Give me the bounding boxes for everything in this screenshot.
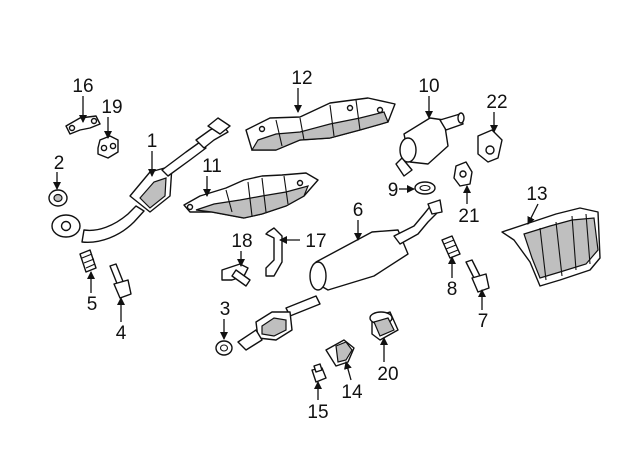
heat-shield-upper-12: [245, 97, 396, 151]
callout-14: 14: [341, 382, 363, 403]
hanger-19: [97, 135, 119, 159]
callout-16: 16: [72, 76, 93, 97]
callout-22: 22: [486, 92, 507, 113]
callout-17: 17: [305, 231, 326, 252]
hanger-bracket-22: [477, 129, 503, 163]
callout-6: 6: [353, 200, 364, 221]
callout-9: 9: [388, 180, 399, 201]
rear-muffler-10: [395, 112, 465, 177]
hanger-21: [453, 161, 473, 187]
heat-shield-rear-13: [501, 207, 601, 287]
callout-3: 3: [220, 299, 231, 320]
bolt-7: [465, 259, 490, 293]
stud-5: [79, 249, 97, 273]
callout-7: 7: [478, 311, 489, 332]
leader-lines: [53, 88, 539, 400]
clamp-20: [369, 311, 399, 341]
callout-12: 12: [291, 68, 312, 89]
callout-18: 18: [231, 231, 252, 252]
nut-15: [311, 363, 327, 383]
hanger-rod-17: [265, 227, 283, 277]
callout-2: 2: [54, 153, 65, 174]
leader-13: [527, 203, 539, 225]
callout-15: 15: [307, 402, 328, 423]
gasket-9: [414, 181, 436, 195]
insulator-14: [325, 339, 355, 367]
callout-11: 11: [202, 156, 222, 177]
callout-8: 8: [447, 279, 458, 300]
stud-8: [441, 235, 461, 259]
leader-14: [344, 361, 352, 381]
callout-13: 13: [526, 184, 547, 205]
front-pipe-catalytic-converter-1: [51, 117, 231, 243]
gasket-3: [215, 340, 233, 356]
bolt-4: [109, 263, 132, 299]
callout-4: 4: [116, 323, 127, 344]
bracket-18: [221, 263, 251, 287]
center-pipe-muffler-6: [237, 199, 443, 351]
callout-5: 5: [87, 294, 98, 315]
callout-20: 20: [377, 364, 398, 385]
callout-1: 1: [147, 131, 158, 152]
callout-19: 19: [101, 97, 122, 118]
bracket-16: [65, 115, 101, 135]
callout-10: 10: [418, 76, 439, 97]
callout-21: 21: [458, 206, 479, 227]
gasket-2: [48, 189, 68, 207]
heat-shield-center-11: [183, 172, 319, 219]
callout-numbers: 1 2 3 4 5 6 7 8 9 10 11 12 13 14 15 16 1…: [54, 68, 548, 423]
